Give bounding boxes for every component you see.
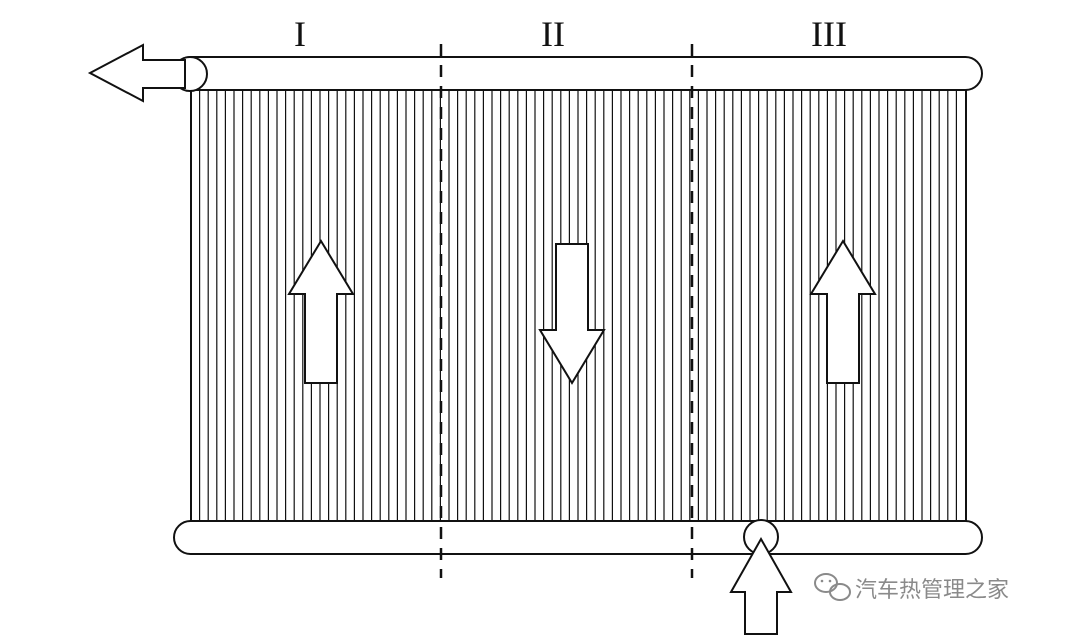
bottom-header-tank xyxy=(173,520,983,555)
top-header-tank xyxy=(173,56,983,91)
pass-label-3: III xyxy=(811,14,847,54)
pass-1-flow-up-arrow-icon xyxy=(287,239,355,384)
pass-label-2: II xyxy=(541,14,565,54)
watermark: 汽车热管理之家 xyxy=(814,573,1009,603)
inlet-arrow-icon xyxy=(729,536,793,635)
wechat-icon xyxy=(814,573,851,601)
outlet-arrow-icon xyxy=(87,43,186,103)
watermark-text: 汽车热管理之家 xyxy=(855,578,1009,603)
pass-3-flow-up-arrow-icon xyxy=(809,239,877,384)
pass-label-1: I xyxy=(294,14,306,54)
pass-2-flow-down-arrow-icon xyxy=(538,243,606,385)
